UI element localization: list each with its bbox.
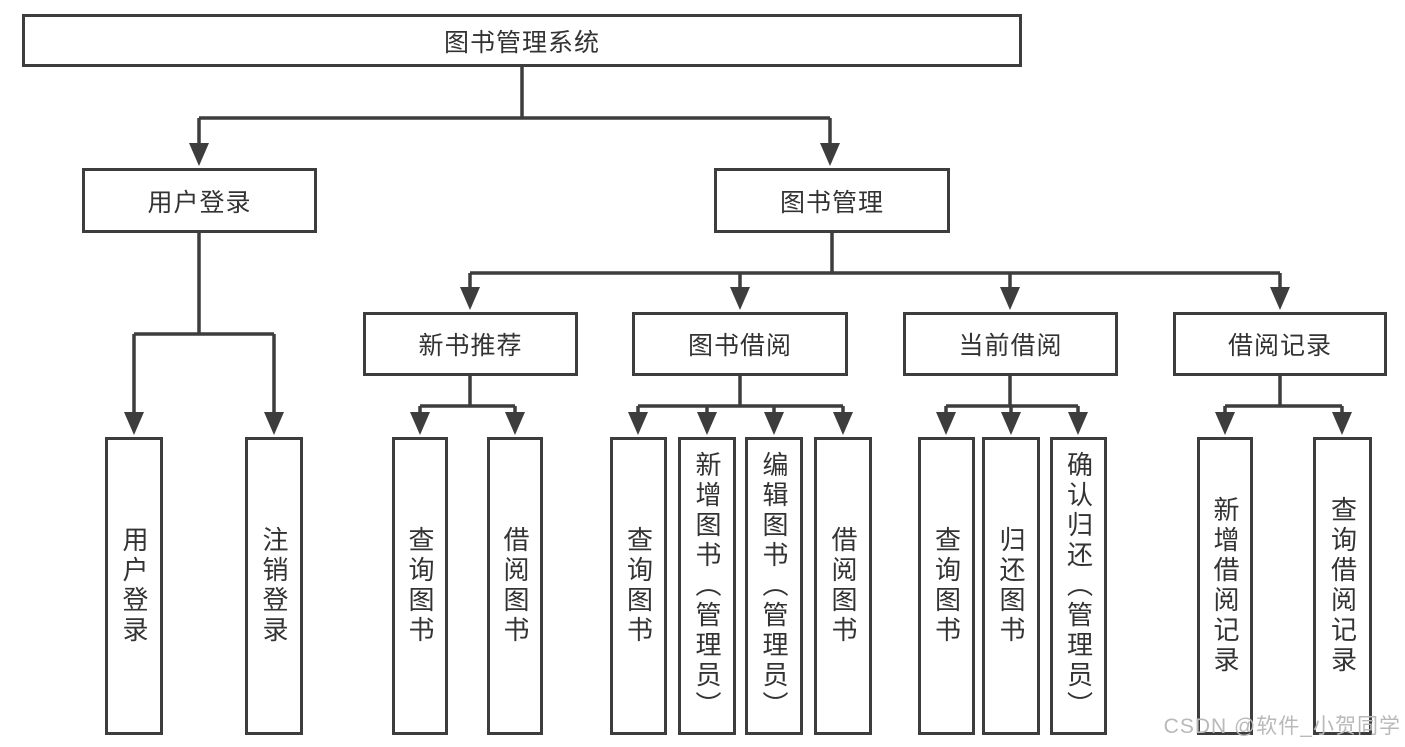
leaf-add-borrow-record: 新增借阅记录 <box>1197 437 1253 735</box>
node-label: 借阅图书 <box>828 526 858 646</box>
node-label: 注销登录 <box>259 526 289 646</box>
csdn-watermark: CSDN @软件_小贺同学 <box>1163 715 1401 738</box>
leaf-borrow-books-borrowing: 借阅图书 <box>814 437 872 735</box>
node-book-borrowing: 图书借阅 <box>632 312 848 376</box>
leaf-query-borrow-record: 查询借阅记录 <box>1313 437 1372 735</box>
leaf-borrow-books-recommend: 借阅图书 <box>487 437 543 735</box>
node-label: 查询图书 <box>623 526 654 646</box>
leaf-query-books-borrowing: 查询图书 <box>610 437 667 735</box>
leaf-return-books: 归还图书 <box>982 437 1040 735</box>
leaf-query-books-current: 查询图书 <box>918 437 975 735</box>
node-label: 图书管理 <box>779 188 884 217</box>
node-label: 图书借阅 <box>687 332 792 360</box>
node-label: 查询图书 <box>931 526 962 646</box>
leaf-confirm-return-admin: 确认归还（管理员） <box>1050 437 1107 735</box>
node-label: 查询图书 <box>405 526 435 646</box>
node-label: 新增图书（管理员） <box>692 451 722 721</box>
leaf-user-login: 用户登录 <box>105 437 163 735</box>
node-label: 查询借阅记录 <box>1327 496 1358 676</box>
node-label: 图书管理系统 <box>443 28 600 57</box>
node-label: 归还图书 <box>996 526 1026 646</box>
node-new-book-recommendation: 新书推荐 <box>363 312 578 376</box>
leaf-logout: 注销登录 <box>245 437 303 735</box>
leaf-query-books-recommend: 查询图书 <box>392 437 448 735</box>
node-label: 新书推荐 <box>418 332 523 360</box>
leaf-edit-books-admin: 编辑图书（管理员） <box>745 437 803 735</box>
node-library-management-system: 图书管理系统 <box>22 14 1022 67</box>
node-label: 编辑图书（管理员） <box>759 451 789 721</box>
node-label: 用户登录 <box>119 526 149 646</box>
node-borrowing-records: 借阅记录 <box>1173 312 1387 376</box>
node-book-management: 图书管理 <box>714 168 950 233</box>
node-label: 借阅图书 <box>500 526 530 646</box>
node-label: 用户登录 <box>147 188 252 217</box>
node-user-login: 用户登录 <box>82 168 317 233</box>
leaf-add-books-admin: 新增图书（管理员） <box>678 437 736 735</box>
node-label: 确认归还（管理员） <box>1063 451 1094 721</box>
node-label: 借阅记录 <box>1227 332 1332 360</box>
node-label: 当前借阅 <box>958 332 1063 360</box>
node-label: 新增借阅记录 <box>1210 496 1240 676</box>
node-current-borrowing: 当前借阅 <box>903 312 1118 376</box>
